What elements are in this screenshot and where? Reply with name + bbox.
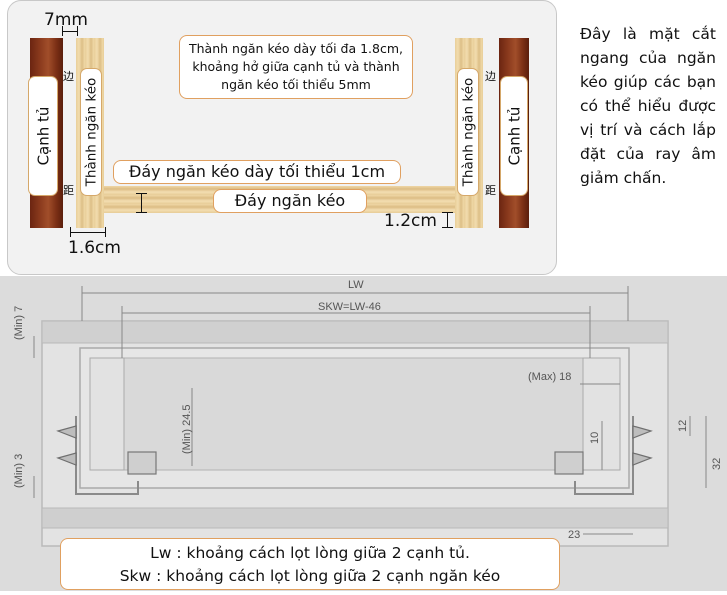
caption-box: Lw : khoảng cách lọt lòng giữa 2 cạnh tủ… (60, 538, 560, 590)
drawer-bottom-box: Đáy ngăn kéo (213, 189, 367, 213)
dim10-label: 10 (589, 432, 601, 444)
drawer-left-side (89, 357, 125, 471)
dim-16-tick-right (105, 227, 106, 237)
gap-7mm-tick-left (62, 26, 63, 36)
right-cabinet-label: Cạnh tủ (500, 76, 528, 196)
dim-12-marker-top (442, 212, 453, 213)
dim23-label: 23 (568, 529, 580, 541)
left-screws (56, 425, 77, 466)
side-char-top-left: 边 (63, 70, 74, 83)
drawer-side-note: Thành ngăn kéo dày tối đa 1.8cm, khoảng … (179, 35, 413, 99)
drawer-front-panel (89, 357, 621, 471)
lw-label: LW (348, 279, 364, 291)
max18-label: (Max) 18 (528, 371, 571, 383)
cabinet-bottom-band (41, 507, 669, 529)
dim-12-marker-bottom (442, 227, 453, 228)
dim-16-tick-left (70, 227, 71, 237)
min245-label: (Min) 24.5 (181, 404, 193, 454)
technical-drawing-svg: LW SKW=LW-46 (Min) 7 (Min) 3 (Min) 24.5 … (13, 279, 723, 547)
note-line-1: Thành ngăn kéo dày tối đa 1.8cm, (189, 41, 403, 56)
dim32-label: 32 (711, 458, 723, 470)
side-char-bottom-right: 距 (485, 184, 496, 197)
dim-12-label: 1.2cm (384, 211, 437, 231)
bottom-thickness-box: Đáy ngăn kéo dày tối thiểu 1cm (113, 160, 401, 184)
dim-16-label: 1.6cm (68, 238, 121, 258)
caption-line-2: Skw : khoảng cách lọt lòng giữa 2 cạnh n… (119, 567, 501, 585)
right-runner-clip (554, 451, 584, 475)
caption-line-1: Lw : khoảng cách lọt lòng giữa 2 cạnh tủ… (150, 544, 470, 562)
bottom-thickness-marker-top (136, 193, 147, 194)
drawer-bottom-label: Đáy ngăn kéo (234, 191, 346, 210)
cabinet-top-band (41, 320, 669, 344)
note-line-3: ngăn kéo tối thiểu 5mm (221, 77, 371, 92)
bottom-thickness-label: Đáy ngăn kéo dày tối thiểu 1cm (128, 162, 386, 181)
gap-7mm-marker (62, 31, 78, 32)
min3-label: (Min) 3 (13, 454, 25, 488)
bottom-thickness-marker (141, 193, 142, 213)
left-cabinet-label: Cạnh tủ (28, 76, 58, 196)
side-char-bottom-left: 距 (63, 184, 74, 197)
left-drawer-side-label: Thành ngăn kéo (80, 68, 102, 196)
dim12-label: 12 (677, 420, 689, 432)
description-text: Đây là mặt cắt ngang của ngăn kéo giúp c… (580, 25, 716, 187)
bottom-thickness-marker-bottom (136, 212, 147, 213)
side-char-top-right: 边 (485, 70, 496, 83)
gap-7mm-tick-right (77, 26, 78, 36)
right-drawer-side-label: Thành ngăn kéo (457, 68, 479, 196)
right-screws (632, 425, 653, 466)
min7-label: (Min) 7 (13, 306, 25, 340)
dim-12-marker (447, 212, 448, 228)
left-runner-clip (127, 451, 157, 475)
note-line-2: khoảng hở giữa cạnh tủ và thành (192, 59, 400, 74)
dim-16-line (70, 232, 106, 233)
skw-label: SKW=LW-46 (318, 301, 381, 313)
gap-7mm-label: 7mm (44, 10, 88, 30)
